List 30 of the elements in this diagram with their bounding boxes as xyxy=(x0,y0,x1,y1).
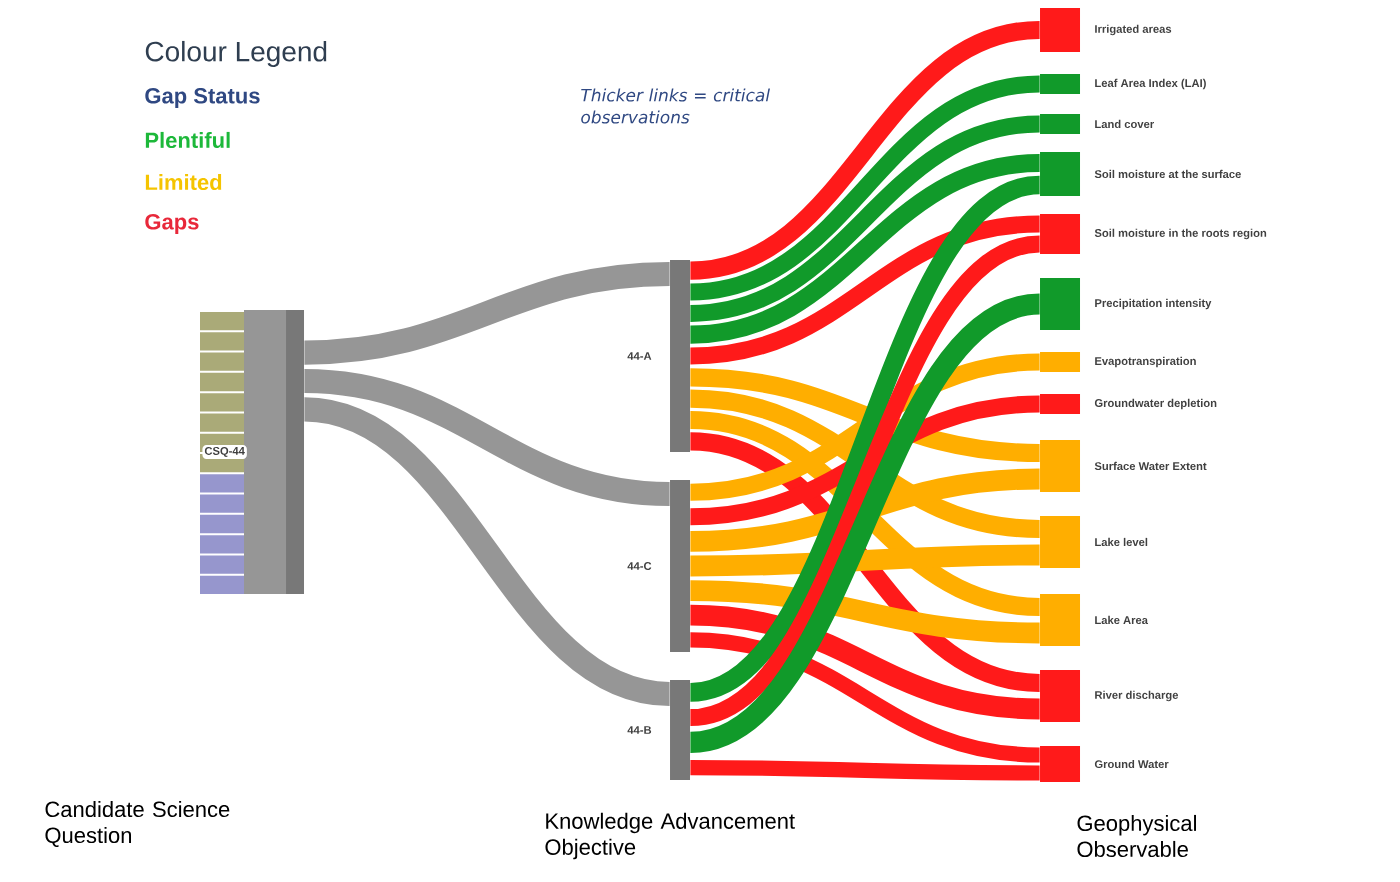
flow-band xyxy=(689,604,1041,720)
flow-band xyxy=(689,20,1041,280)
flow-band xyxy=(689,153,1041,344)
legend-subtitle: Gap Status xyxy=(145,88,260,108)
column-heading: Knowledge Advancement Objective xyxy=(545,812,795,860)
flow-band xyxy=(689,215,1041,365)
flow-band xyxy=(690,544,1040,577)
flow-band xyxy=(689,353,1041,501)
flow-band xyxy=(689,632,1041,763)
flow-band xyxy=(302,397,672,706)
flow-band xyxy=(690,760,1040,781)
flow-band xyxy=(689,432,1041,692)
flow-band xyxy=(690,368,1040,463)
flow-band xyxy=(688,293,1042,753)
flow-band xyxy=(689,115,1041,322)
note-text: Thicker links = critical observations xyxy=(581,88,770,124)
legend-title: Colour Legend xyxy=(145,40,327,68)
flow-band xyxy=(688,176,1042,702)
flow-band xyxy=(303,368,671,507)
column-heading: Candidate Science Question xyxy=(45,800,230,848)
legend-item: Gaps xyxy=(145,214,199,234)
legend-item: Limited xyxy=(145,173,222,191)
flow-band xyxy=(690,580,1040,644)
flow-band xyxy=(689,75,1041,301)
flow-band xyxy=(689,410,1041,617)
flow-band xyxy=(688,235,1042,726)
flow-band xyxy=(303,261,671,365)
flow-band xyxy=(690,468,1040,552)
legend-item: Plentiful xyxy=(145,131,230,149)
column-heading: Geophysical Observable xyxy=(1077,814,1196,858)
